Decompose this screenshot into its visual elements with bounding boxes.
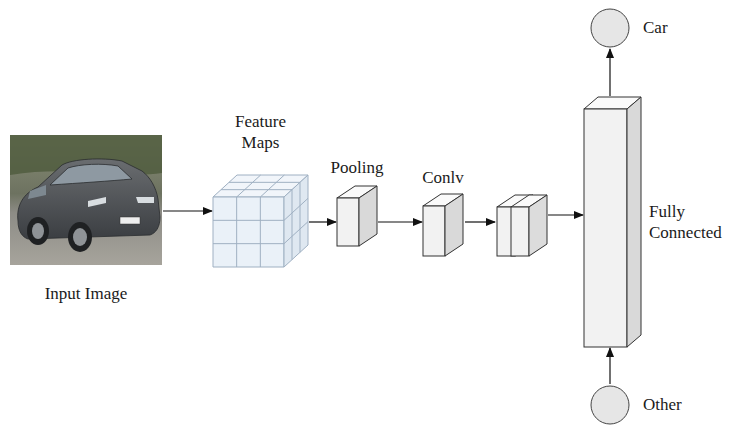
layer-label: Fully Connected xyxy=(649,201,737,244)
arrow-to-slab xyxy=(465,221,495,222)
feature-map-cube-outline xyxy=(213,175,308,267)
feature-map-cube: Feature Maps xyxy=(213,175,308,267)
output-node: Other xyxy=(590,385,630,425)
output-node-outline xyxy=(590,8,630,48)
layer-label: Feature Maps xyxy=(230,111,292,154)
output-node-outline xyxy=(590,385,630,425)
conv-layer: Conlv xyxy=(423,194,463,256)
pooling-layer: Pooling xyxy=(337,186,377,246)
arrow-to-dense xyxy=(548,214,583,215)
output-node: Car xyxy=(590,8,630,48)
flow-arrow xyxy=(309,221,336,222)
input-image-outline xyxy=(10,135,162,265)
conv-layer-outline xyxy=(423,194,463,256)
stacked-conv-slab xyxy=(497,195,547,256)
layer-label: Input Image xyxy=(45,283,128,304)
fully-connected-layer: Fully Connected xyxy=(584,97,641,347)
fully-connected-layer-outline xyxy=(584,97,641,347)
layer-label: Pooling xyxy=(331,157,384,178)
layer-label: Other xyxy=(643,394,682,415)
layer-label: Conlv xyxy=(422,167,464,188)
flow-arrow xyxy=(163,210,212,211)
layer-label: Car xyxy=(643,17,668,38)
pooling-layer-outline xyxy=(337,186,377,246)
flow-arrow xyxy=(378,221,422,222)
input-image: Input Image xyxy=(10,135,162,265)
flow-arrow xyxy=(609,49,610,96)
flow-arrow xyxy=(609,348,610,384)
